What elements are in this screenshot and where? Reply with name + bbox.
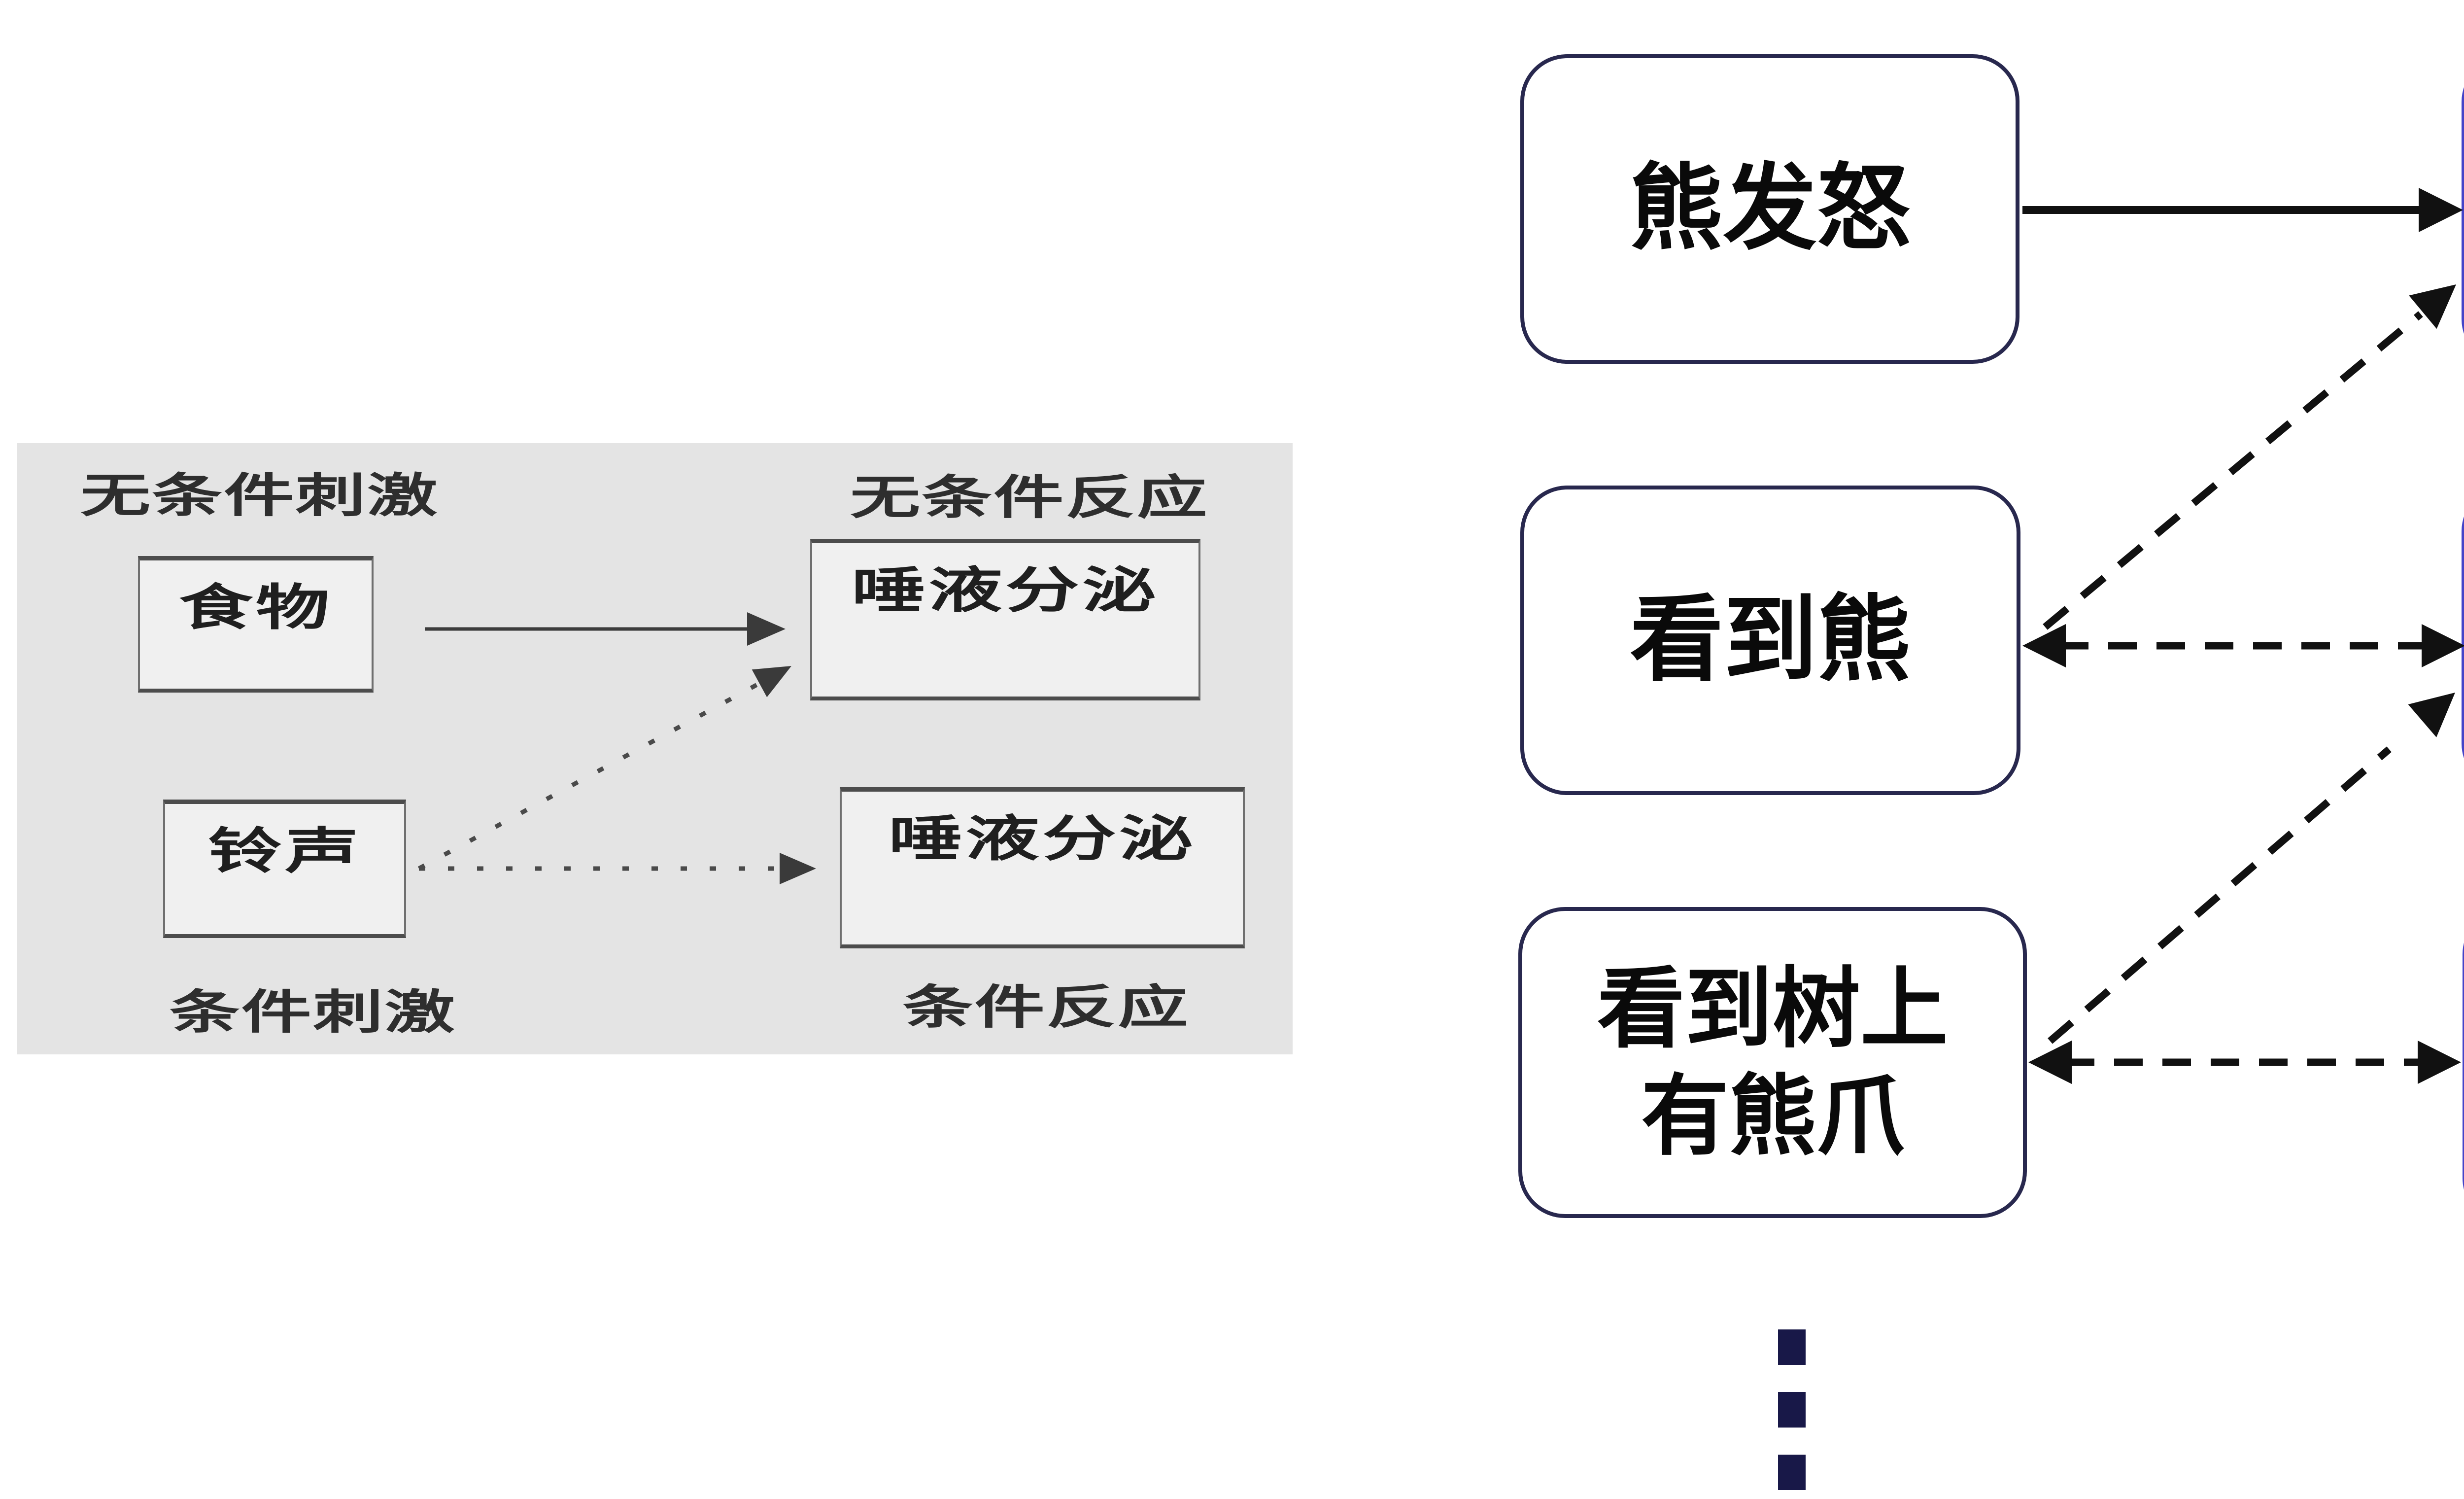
node-see-claws: 看到树上 有熊爪	[1518, 907, 2027, 1218]
food-box: 食物	[138, 556, 374, 693]
food-box-label: 食物	[179, 580, 333, 635]
label-unconditioned-response: 无条件反应	[850, 472, 1209, 524]
bell-box-label: 铃声	[207, 824, 362, 879]
node-see-claws-label-line1: 看到树上	[1597, 960, 1948, 1058]
salivation-bottom-box: 唾液分泌	[840, 787, 1245, 948]
node-bear-angry: 熊发怒	[1520, 54, 2019, 364]
bell-box: 铃声	[163, 800, 406, 938]
salivation-top-label: 唾液分泌	[852, 563, 1159, 618]
arrow-see-claws-to-value-current-dashed	[2028, 1041, 2461, 1084]
classical-conditioning-panel: 无条件刺激 无条件反应 食物 唾液分泌 铃声 唾液分泌 条件刺激 条件反应	[17, 443, 1293, 1054]
node-see-bear-label: 看到熊	[1630, 588, 1911, 693]
arrow-bear-angry-to-reward	[2022, 188, 2463, 232]
node-bear-angry-label: 熊发怒	[1629, 156, 1911, 261]
arrow-see-bear-to-value-next-dashed	[2022, 624, 2464, 667]
label-conditioned-response: 条件反应	[903, 981, 1190, 1034]
ellipsis-dots-left	[1778, 1329, 1806, 1490]
node-see-claws-label-line2: 有熊爪	[1641, 1067, 1904, 1165]
node-see-bear: 看到熊	[1520, 486, 2020, 795]
arrow-see-bear-to-reward-dashed	[2043, 284, 2456, 630]
salivation-top-box: 唾液分泌	[810, 539, 1200, 700]
node-reward: 奖励	[2462, 55, 2464, 366]
node-value-next: V(s′)	[2462, 485, 2464, 790]
label-conditioned-stimulus: 条件刺激	[170, 986, 457, 1039]
label-unconditioned-stimulus: 无条件刺激	[80, 470, 439, 522]
arrow-see-claws-to-value-next-dashed	[2048, 693, 2455, 1044]
salivation-bottom-label: 唾液分泌	[889, 811, 1196, 867]
